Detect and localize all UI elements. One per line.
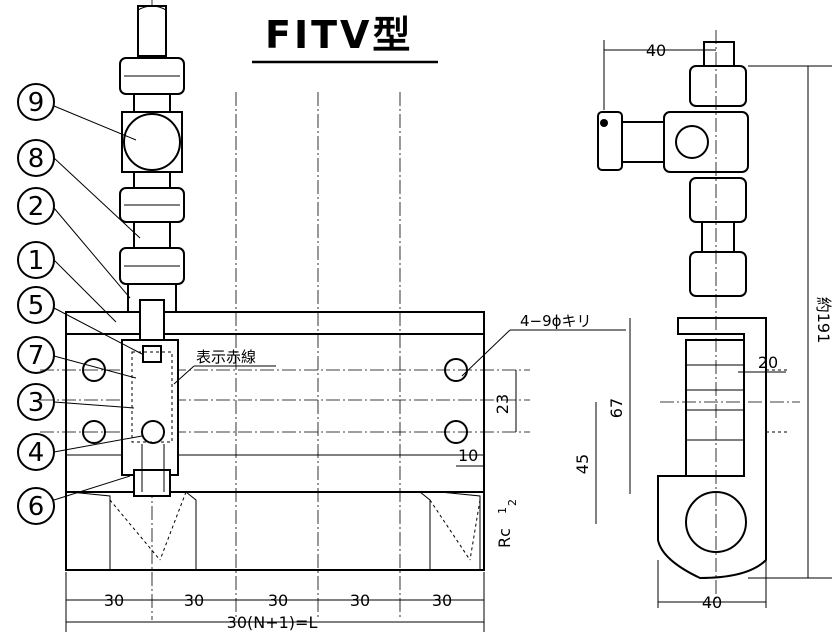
side-stem [619,121,665,163]
rc-label-group: Rc 1 2 [495,499,519,548]
dim-23-label: 23 [493,394,512,414]
indicator-line-label: 表示赤線 [196,348,256,366]
ball-housing [121,111,183,173]
side-gauge [685,339,745,477]
pipe-break [137,5,167,11]
dim-23: 23 [493,370,517,432]
neck-3 [133,221,171,249]
spacing-1: 30 [104,591,124,610]
callout-3: 3 [17,383,135,421]
ball-9 [123,113,181,171]
spacing-5: 30 [432,591,452,610]
side-bottom-width-label: 40 [702,593,722,612]
side-dim-40-top: 40 [603,40,716,110]
rc-label: Rc [495,528,514,548]
bottom-bore-inner-2 [419,491,431,570]
side-dim-40-bottom: 40 [657,560,767,612]
dim-10: 10 [456,446,484,467]
front-view [40,0,530,620]
callout-1-label: 1 [28,246,45,276]
bottom-bore-inner-1 [185,491,197,570]
side-total-height-label: 約191 [814,297,833,344]
indicator-5 [142,345,162,363]
bottom-bore-right [439,491,481,570]
gauge-bottom [133,469,171,497]
neck-1 [133,93,171,113]
side-neck [701,221,735,253]
bore-taper-2 [429,499,481,561]
total-length: 30(N+1)=L [227,613,318,632]
drawing-title: FITV型 [265,13,413,57]
side-dim-45: 45 [573,402,597,524]
side-nut-2 [689,177,747,223]
side-inner-width-label: 20 [758,353,778,372]
side-valve-port [675,125,709,159]
callout-9: 9 [17,83,137,141]
dim-10-label: 10 [458,446,478,465]
spacing-2: 30 [184,591,204,610]
callout-5-label: 5 [28,291,45,321]
side-dim-191: 約191 [748,65,833,579]
spacing-4: 30 [350,591,370,610]
side-view [597,30,800,600]
spacing-3: 30 [268,591,288,610]
hole-spec-group: 4−9ϕキリ [461,312,626,377]
rc-frac-num: 1 [496,507,509,514]
bottom-bore-left [69,491,111,570]
hole-spec-label: 4−9ϕキリ [520,312,592,330]
callout-6-label: 6 [28,492,45,522]
side-nut-3 [689,251,747,297]
callout-7-label: 7 [28,341,45,371]
callout-4-label: 4 [28,438,45,468]
bottom-dims: 30 30 30 30 30 30(N+1)=L [65,572,485,632]
callout-8: 8 [17,139,141,239]
side-top-width-label: 40 [646,41,666,60]
callout-6: 6 [17,475,131,525]
rc-frac-den: 2 [506,499,519,506]
callout-1: 1 [17,241,117,323]
top-pipe [137,5,167,57]
indicator-label-group: 表示赤線 [173,348,276,385]
side-height-67-label: 67 [607,398,626,418]
neck-2 [133,171,171,189]
side-dim-20: 20 [738,353,786,373]
side-height-45-label: 45 [573,454,592,474]
callout-8-label: 8 [28,144,45,174]
mount-hole-2 [82,420,106,444]
side-nut-top [689,65,747,107]
callout-2: 2 [17,187,131,299]
callout-9-label: 9 [28,88,45,118]
callout-7: 7 [17,336,137,379]
callout-4: 4 [17,433,143,471]
side-handle-dot [600,119,608,127]
callout-2-label: 2 [28,192,45,222]
callout-5: 5 [17,286,143,355]
manifold-block [65,311,485,571]
side-dim-67: 67 [607,318,631,494]
side-bracket [657,317,767,580]
callout-3-label: 3 [28,388,45,418]
bore-taper-1 [109,491,187,561]
ball-4 [141,420,165,444]
